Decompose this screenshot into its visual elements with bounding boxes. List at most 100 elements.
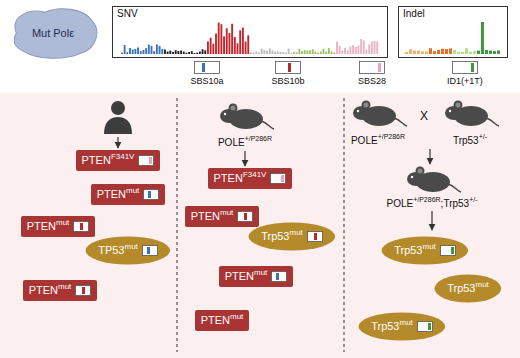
signature-swatch xyxy=(75,285,91,296)
signature-swatch xyxy=(142,245,158,256)
spectrum-bar xyxy=(261,49,263,54)
label-text: POLE xyxy=(351,135,378,146)
spectrum-bar xyxy=(323,49,325,54)
superscript-text: mut xyxy=(220,208,233,217)
spectrum-bar xyxy=(282,52,284,54)
lower-ground xyxy=(0,93,520,358)
superscript-text: +/P286R xyxy=(378,133,405,140)
superscript-text: +/P286R xyxy=(245,135,272,142)
enzyme-blob: Mut Polε xyxy=(6,6,100,60)
spectrum-bar xyxy=(245,41,247,54)
spectrum-bar xyxy=(151,46,153,54)
superscript-text: mut xyxy=(230,312,243,321)
swatch-frame xyxy=(307,232,322,242)
spectrum-bar xyxy=(333,52,335,54)
legend-item: SBS28 xyxy=(358,61,386,86)
swatch-frame xyxy=(139,156,154,166)
spectrum-bar xyxy=(250,52,252,54)
legend-item: SBS10a xyxy=(190,61,223,86)
spectrum-bar xyxy=(269,48,271,54)
legend-swatch xyxy=(275,61,301,74)
spectrum-bar xyxy=(371,42,373,54)
signature-bar xyxy=(428,323,431,330)
spectrum-bar xyxy=(191,51,193,54)
spectrum-bar xyxy=(242,28,244,54)
spectrum-bar xyxy=(437,50,440,54)
signature-swatch xyxy=(237,211,253,222)
signature-bar xyxy=(471,63,474,72)
node-label: TP53 xyxy=(98,244,124,256)
mouse-icon xyxy=(353,101,407,127)
arrow xyxy=(117,137,118,148)
spectrum-bar xyxy=(196,53,198,54)
swatch-frame xyxy=(276,62,301,74)
spectrum-bar xyxy=(218,23,220,54)
superscript-text: mut xyxy=(422,242,435,251)
spectrum-bar xyxy=(413,50,416,54)
swatch-frame xyxy=(238,212,253,222)
spectrum-bar xyxy=(145,48,147,54)
spectrum-bar xyxy=(220,24,222,54)
spectrum-bar xyxy=(339,46,341,54)
arrow xyxy=(431,211,432,230)
spectrum-bar xyxy=(489,51,492,54)
spectrum-bar xyxy=(449,48,452,54)
spectrum-bar xyxy=(226,28,228,54)
spectrum-bar xyxy=(421,51,424,54)
spectrum-bar xyxy=(255,51,257,54)
superscript-text: +/P286R xyxy=(413,196,440,203)
node-label: PTEN xyxy=(201,314,230,326)
legend-label: SBS10b xyxy=(271,76,304,86)
gene-box: PTENmut xyxy=(91,184,166,205)
spectrum-bar xyxy=(306,51,308,54)
spectrum-bar xyxy=(148,45,150,54)
swatch-frame xyxy=(144,190,159,200)
spectrum-bar xyxy=(234,37,236,54)
arrow xyxy=(429,149,430,164)
signature-swatch xyxy=(307,231,323,242)
swatch-frame xyxy=(142,246,157,256)
swatch-frame xyxy=(271,174,286,184)
signature-bar xyxy=(202,63,205,72)
signature-bar xyxy=(82,287,85,294)
signature-bar xyxy=(148,191,151,198)
spectrum-bar xyxy=(153,51,155,54)
spectrum-bar xyxy=(258,52,260,54)
spectrum-bar xyxy=(161,49,163,54)
spectrum-bar xyxy=(134,49,136,54)
gene-ellipse: Trp53mut xyxy=(358,312,446,341)
node-label: SNV xyxy=(113,7,142,20)
spectrum-bar xyxy=(296,52,298,54)
spectrum-bar xyxy=(328,48,330,54)
spectrum-bar xyxy=(417,51,420,54)
signature-bar xyxy=(281,175,284,182)
node-label: PTEN xyxy=(29,284,58,296)
spectrum-bar xyxy=(164,49,166,54)
spectrum-bar xyxy=(453,50,456,54)
spectrum-bar xyxy=(167,52,169,54)
signature-swatch xyxy=(138,155,154,166)
spectrum-bar xyxy=(358,46,360,54)
spectrum-bar xyxy=(312,49,314,54)
spectrum-bar xyxy=(429,48,432,54)
gene-box: PTENmut xyxy=(195,310,250,331)
spectrum-bar xyxy=(409,49,412,54)
spectrum-bar xyxy=(304,50,306,54)
spectrum-bar xyxy=(366,50,368,54)
gene-ellipse: TP53mut xyxy=(85,236,171,265)
spectrum-bar xyxy=(137,47,139,54)
signature-bar xyxy=(147,247,150,254)
spectrum-bar xyxy=(231,24,233,54)
spectrum-bar xyxy=(204,50,206,54)
spectrum-bar xyxy=(202,49,204,54)
node-label: Trp53 xyxy=(447,282,475,294)
spectrum-bar xyxy=(344,48,346,54)
superscript-text: mut xyxy=(399,318,412,327)
spectrum-bar xyxy=(229,33,231,54)
spectrum-bar xyxy=(186,53,188,54)
node-label: PTEN xyxy=(225,270,254,282)
signature-swatch xyxy=(143,189,159,200)
gene-ellipse: Trp53mut xyxy=(248,222,336,251)
spectrum-bar xyxy=(405,52,408,54)
spectrum-bar xyxy=(237,43,239,54)
